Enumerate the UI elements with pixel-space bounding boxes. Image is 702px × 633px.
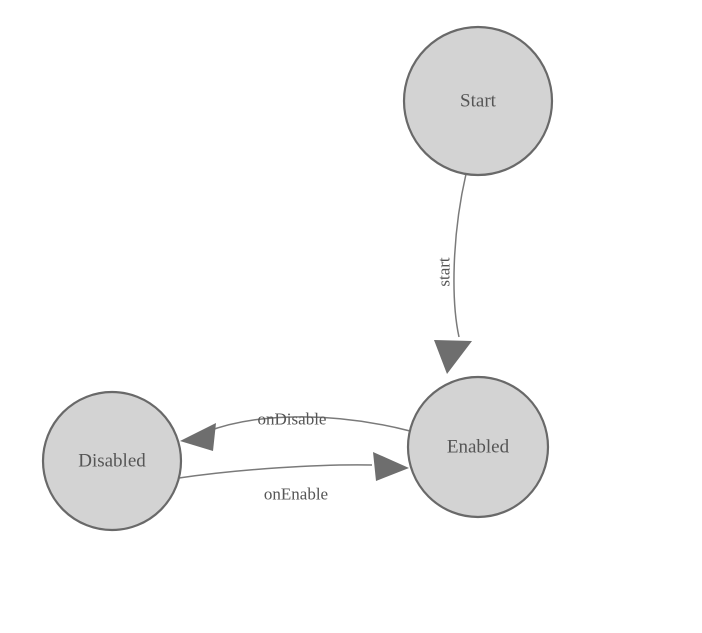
edge-label-start: start [435,257,454,287]
state-node-disabled-circle [41,390,183,532]
state-node-start-label: Start [460,91,497,112]
state-node-start[interactable]: Start [402,25,554,177]
edge-start-to-enabled[interactable]: start [434,173,472,374]
state-node-disabled[interactable]: Disabled [41,390,183,532]
edge-enabled-to-disabled-path [205,416,411,433]
edge-start-to-enabled-path [453,173,467,338]
state-node-enabled[interactable]: Enabled [406,375,550,519]
edge-disabled-to-enabled-arrowhead [373,452,409,481]
state-node-start-circle [402,25,554,177]
edge-enabled-to-disabled[interactable]: onDisable [180,410,411,452]
edge-label-on-enable: onEnable [264,485,328,504]
state-node-enabled-label: Enabled [447,437,510,458]
state-node-enabled-circle [406,375,550,519]
edge-start-to-enabled-arrowhead [434,340,472,374]
edge-label-on-disable: onDisable [258,410,327,429]
edge-enabled-to-disabled-arrowhead [180,423,216,451]
state-node-disabled-label: Disabled [78,451,146,472]
edge-disabled-to-enabled-path [178,464,373,479]
edge-disabled-to-enabled[interactable]: onEnable [178,452,409,504]
